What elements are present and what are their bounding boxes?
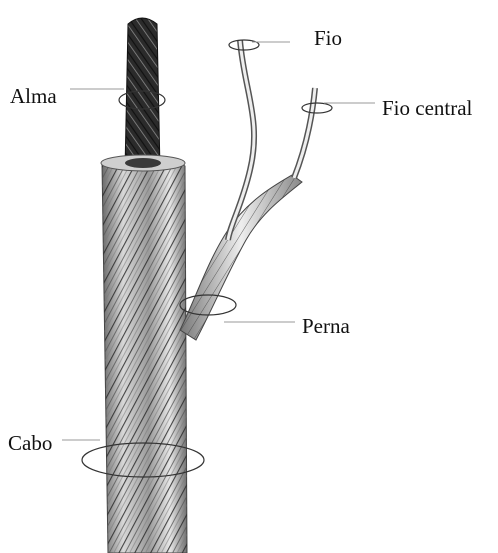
label-fio-central: Fio central (382, 98, 472, 119)
label-perna: Perna (302, 316, 350, 337)
ring-fio-central (302, 103, 332, 113)
label-alma: Alma (10, 86, 57, 107)
label-fio: Fio (314, 28, 342, 49)
rope-cabo (101, 155, 187, 553)
core-alma (125, 18, 160, 170)
label-cabo: Cabo (8, 433, 52, 454)
wire-fio-central (294, 88, 315, 178)
